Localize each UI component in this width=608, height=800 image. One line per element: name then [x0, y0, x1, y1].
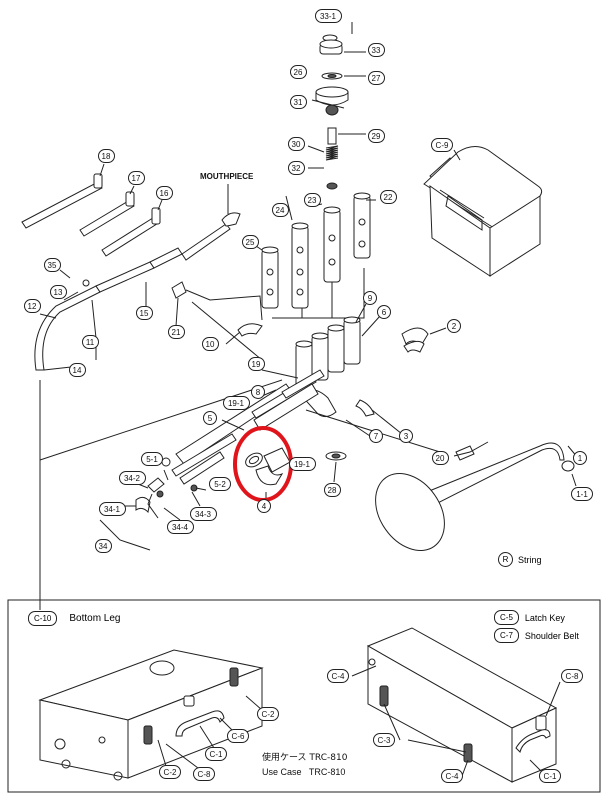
callout-c25: 25: [241, 235, 259, 249]
callout-c12: 12: [23, 299, 41, 313]
callout-c8: 8: [251, 385, 265, 399]
callout-c29: 29: [367, 129, 385, 143]
shoulder-belt-legend: C-7 Shoulder Belt: [494, 628, 579, 643]
string-symbol: R: [498, 552, 513, 567]
leadpipe-assembly: [34, 247, 263, 610]
gig-bag-c9: [423, 146, 543, 277]
callout-c33: 33: [367, 43, 385, 57]
shoulder-belt-symbol: C-7: [494, 628, 519, 643]
callout-c32: 32: [287, 161, 305, 175]
callout-c31: 31: [289, 95, 307, 109]
case-model-en: Use Case TRC-810: [262, 767, 346, 777]
callout-c5-2: 5-2: [209, 477, 231, 491]
callout-c4: 4: [257, 499, 271, 513]
bell: [375, 441, 579, 551]
tuning-slides: [21, 163, 163, 257]
callout-c24: 24: [271, 203, 289, 217]
top-valve-stack: [307, 22, 366, 190]
callout-cC-8b: C-8: [561, 669, 583, 683]
bottom-leg-symbol: C-10: [28, 611, 58, 626]
callout-c16: 16: [155, 186, 173, 200]
latch-key-symbol: C-5: [494, 610, 519, 625]
callout-cC-2a: C-2: [257, 707, 279, 721]
callout-c18: 18: [97, 149, 115, 163]
valve-casings: [225, 303, 447, 483]
callout-c34-3: 34-3: [189, 507, 217, 521]
callout-cC-3: C-3: [373, 733, 395, 747]
latch-key-label: Latch Key: [524, 612, 565, 623]
callout-c23: 23: [303, 193, 321, 207]
callout-c17: 17: [127, 171, 145, 185]
callout-c7: 7: [369, 429, 383, 443]
callout-c34: 34: [94, 539, 112, 553]
callout-c1-1: 1-1: [571, 487, 593, 501]
latch-key-legend: C-5 Latch Key: [494, 610, 565, 625]
mouthpiece-label: MOUTHPIECE: [200, 172, 254, 181]
part-4-highlighted: [233, 426, 293, 502]
callout-c10: 10: [201, 337, 219, 351]
string-label: String: [518, 554, 542, 565]
case-right-view: [351, 627, 561, 783]
callout-c19: 19: [247, 357, 265, 371]
callout-cC-4b: C-4: [441, 769, 463, 783]
callout-c6: 6: [377, 305, 391, 319]
callout-c30: 30: [287, 137, 305, 151]
bottom-leg-label: Bottom Leg: [69, 613, 121, 624]
callout-c3: 3: [399, 429, 413, 443]
callout-cC-2b: C-2: [159, 765, 181, 779]
callout-cC-1a: C-1: [205, 747, 227, 761]
callout-cC-4a: C-4: [327, 669, 349, 683]
valve-pistons: [255, 192, 376, 319]
callout-c26: 26: [289, 65, 307, 79]
callout-c5-1: 5-1: [141, 452, 163, 466]
mouthpiece: [181, 184, 241, 261]
callout-cC-8a: C-8: [193, 767, 215, 781]
case-left-view: [38, 649, 264, 781]
callout-c35: 35: [43, 258, 61, 272]
callout-c34-1: 34-1: [98, 502, 126, 516]
case-model-jp: 使用ケース TRC-810: [262, 753, 348, 763]
callout-c27: 27: [367, 71, 385, 85]
callout-c20: 20: [431, 451, 449, 465]
callout-cC-6: C-6: [227, 729, 249, 743]
callout-c5: 5: [203, 411, 217, 425]
callout-c22: 22: [379, 190, 397, 204]
callout-c14: 14: [68, 363, 86, 377]
callout-c33-1: 33-1: [314, 9, 342, 23]
callout-c19-1b: 19-1: [288, 457, 316, 471]
callout-c34-2: 34-2: [118, 471, 146, 485]
callout-c15: 15: [135, 306, 153, 320]
callout-cC-1b: C-1: [539, 769, 561, 783]
callout-c28: 28: [323, 483, 341, 497]
callout-c2: 2: [447, 319, 461, 333]
callout-c11: 11: [81, 335, 99, 349]
callout-c9: 9: [363, 291, 377, 305]
bottom-leg-legend: C-10 Bottom Leg: [28, 611, 121, 626]
callout-c13: 13: [49, 285, 67, 299]
case-section-frame: [7, 599, 601, 793]
shoulder-belt-label: Shoulder Belt: [524, 630, 579, 641]
main-tubing: [171, 369, 325, 485]
callout-c34-4: 34-4: [166, 520, 194, 534]
callout-c19-1a: 19-1: [222, 396, 250, 410]
string-legend: R String: [498, 552, 542, 567]
callout-cC-9: C-9: [431, 138, 453, 152]
callout-c1: 1: [573, 451, 587, 465]
callout-c21: 21: [167, 325, 185, 339]
small-parts: [99, 457, 207, 551]
